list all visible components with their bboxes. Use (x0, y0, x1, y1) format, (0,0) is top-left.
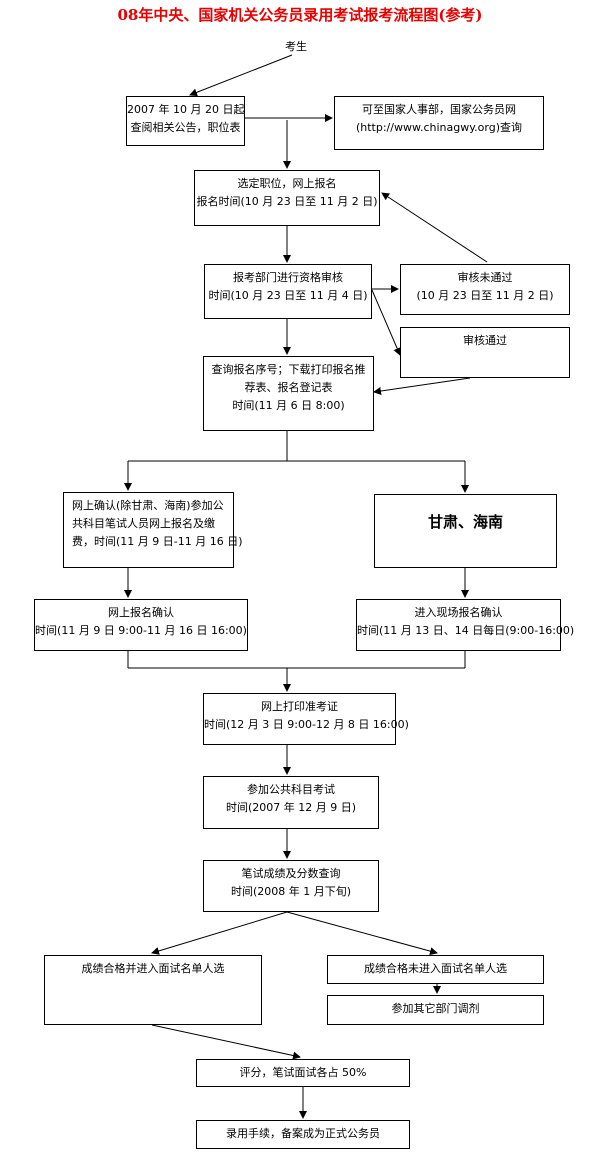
pass-interview-box: 成绩合格并进入面试名单人选 (44, 955, 262, 1025)
rating-box: 评分，笔试面试各占 50% (196, 1059, 410, 1087)
gansu-hainan-box: 甘肃、海南 (374, 494, 557, 568)
page-title: 08年中央、国家机关公务员录用考试报考流程图(参考) (117, 6, 483, 24)
arrow-score-to-fail (286, 911, 438, 956)
apply-box: 选定职位，网上报名 报名时间(10 月 23 日至 11 月 2 日) (194, 170, 380, 226)
exam-box: 参加公共科目考试 时间(2007 年 12 月 9 日) (203, 776, 379, 829)
start-label: 考生 (285, 40, 307, 53)
arrow-fail-to-apply (381, 192, 488, 263)
arrow-pass-to-rating (151, 1024, 301, 1060)
online-confirm-pay-box: 网上确认(除甘肃、海南)参加公 共科目笔试人员网上报名及缴 费，时间(11 月 … (63, 492, 243, 568)
fail-interview-box: 成绩合格未进入面试名单人选 (327, 955, 544, 984)
arrow-pass-to-query (373, 377, 471, 395)
website-box: 可至国家人事部，国家公务员网 (http://www.chinagwy.org)… (334, 96, 544, 150)
score-box: 笔试成绩及分数查询 时间(2008 年 1 月下旬) (203, 860, 379, 912)
review-fail-box: 审核未通过 (10 月 23 日至 11 月 2 日) (400, 264, 570, 315)
arrow-start-to-announcement (189, 54, 293, 97)
announcement-box: 2007 年 10 月 20 日起 查阅相关公告，职位表 (126, 96, 245, 146)
arrow-review-to-pass (371, 289, 401, 356)
onsite-confirm-box: 进入现场报名确认 时间(11 月 13 日、14 日每日(9:00-16:00) (356, 599, 574, 651)
adjust-box: 参加其它部门调剂 (327, 995, 544, 1025)
review-box: 报考部门进行资格审核 时间(10 月 23 日至 11 月 4 日) (204, 264, 372, 319)
online-confirm-box: 网上报名确认 时间(11 月 9 日 9:00-11 月 16 日 16:00) (34, 599, 248, 651)
arrow-score-to-pass (151, 911, 288, 955)
query-seq-box: 查询报名序号；下载打印报名推 荐表、报名登记表 时间(11 月 6 日 8:00… (203, 356, 374, 431)
hire-box: 录用手续，备案成为正式公务员 (196, 1120, 410, 1149)
review-pass-box: 审核通过 (400, 327, 570, 378)
print-ticket-box: 网上打印准考证 时间(12 月 3 日 9:00-12 月 8 日 16:00) (203, 693, 409, 745)
